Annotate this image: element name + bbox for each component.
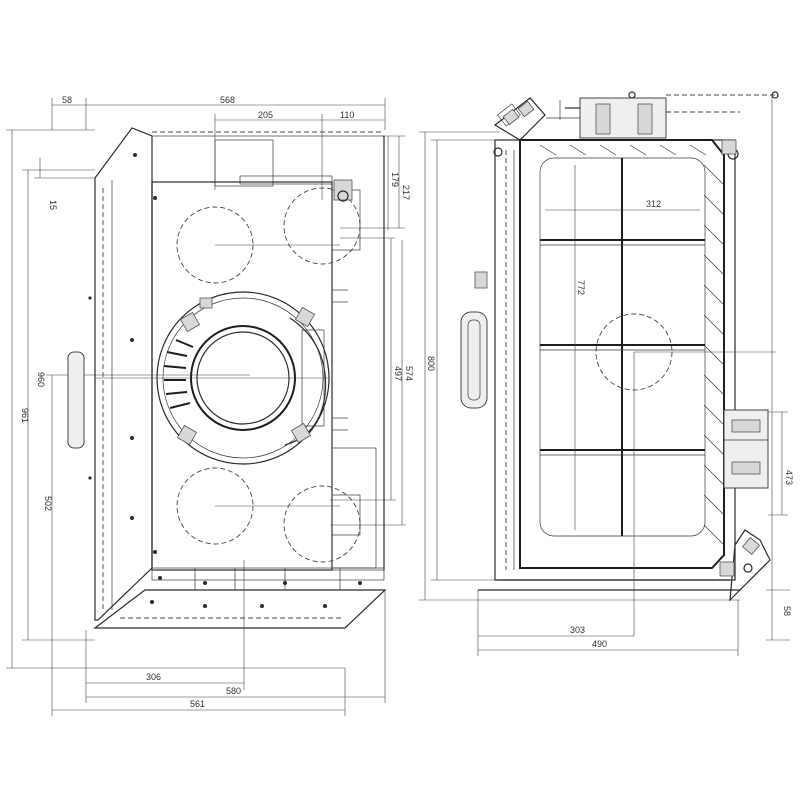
front-left-dimensions: 15 961 960 502 [6,129,345,669]
dim-v-right-58: 58 [782,606,792,616]
dim-v-right-574: 574 [404,366,414,381]
dim-v-right-179: 179 [390,172,400,187]
side-fixtures [493,100,761,577]
side-firebox-grid [540,158,776,636]
dim-top-mid: 205 [258,110,273,120]
side-view: 312 772 [419,91,794,656]
side-body [478,97,771,602]
dim-v-right-217: 217 [401,185,411,200]
side-hatching [539,144,725,546]
left-slanted-panel [94,127,153,621]
ring-bolt-tr [294,306,316,328]
front-view: 58 568 205 110 15 961 960 502 [6,95,414,716]
side-top-collar [565,91,779,139]
dim-bottom-561: 561 [190,699,205,709]
dim-bottom-490: 490 [592,639,607,649]
dim-v-left-small: 15 [48,200,58,210]
ring-bolt-tl [179,311,201,333]
side-inner-dimensions: 312 772 [545,165,700,530]
dim-v-right-473: 473 [784,470,794,485]
front-door-handle [67,351,85,449]
ring-bolt-br [290,422,312,444]
front-flue-ring [95,291,330,465]
side-air-box [723,409,769,489]
front-right-dimensions: 179 217 497 574 [330,135,414,526]
dim-v-left-outer: 961 [20,408,30,423]
side-dimensions: 800 473 58 303 490 [419,95,794,656]
dim-bottom-580: 580 [226,686,241,696]
front-bottom-dimensions: 306 580 561 [51,560,386,716]
bottom-slanted-base [93,589,387,629]
front-bottom-strip [151,567,385,590]
dim-bottom-306: 306 [146,672,161,682]
dim-bottom-303: 303 [570,625,585,635]
ring-bolt-bl [176,424,198,446]
front-top-box [151,139,333,571]
front-rivets [88,153,362,608]
dim-top-right: 110 [340,110,354,120]
dim-v-right-497: 497 [393,366,403,381]
dim-v-left-800: 800 [426,356,436,371]
side-door-handle [460,271,488,409]
dim-inner-height: 772 [576,280,586,295]
dim-v-left-lower: 502 [43,496,53,511]
dim-top-left: 58 [62,95,72,105]
dim-top-overall: 568 [220,95,235,105]
dim-inner-width: 312 [646,199,661,209]
front-right-brackets [331,179,377,569]
dim-v-left-inner: 960 [36,372,46,387]
